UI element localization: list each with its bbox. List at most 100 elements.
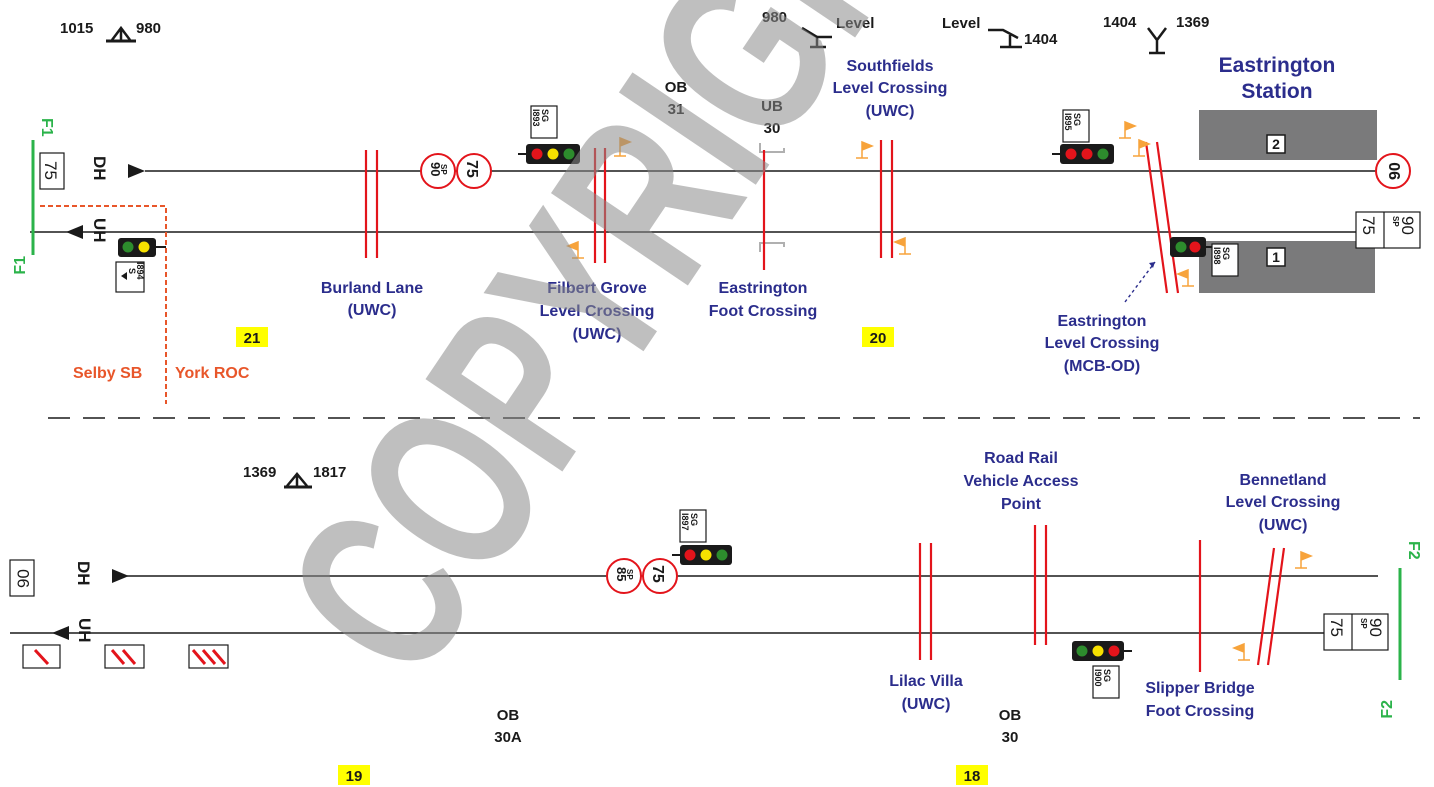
- up-line-label-top: UH: [90, 218, 109, 243]
- level-to-rising-icon: [988, 28, 1022, 49]
- svg-text:SP: SP: [1359, 618, 1368, 629]
- bridge-ob31-type: OB: [665, 79, 688, 96]
- speed-sp-90-top: SP 90: [420, 153, 456, 189]
- platform-2-number: 2: [1272, 136, 1280, 152]
- svg-text:SG: SG: [1102, 669, 1112, 682]
- platform-2: [1199, 110, 1377, 160]
- speed-box-end-bottom: 75 SP 90: [1323, 613, 1389, 651]
- svg-text:I898: I898: [1212, 247, 1222, 265]
- rrvap-label-3: Point: [1001, 496, 1042, 513]
- gradient-marker-1015-980: 1015 980: [60, 20, 161, 43]
- whistle-board-icon: [1119, 120, 1138, 139]
- south-label-3: (UWC): [866, 103, 915, 120]
- bridge-ob30a-number: 30A: [494, 729, 522, 746]
- eastlc-label-1: Eastrington: [1058, 313, 1147, 330]
- control-boundary: [40, 205, 167, 404]
- milepost-19-bg: [338, 765, 370, 785]
- bridge-ob30-number: 30: [1002, 729, 1019, 746]
- bennet-label-3: (UWC): [1259, 517, 1308, 534]
- rising-gradient-icon: [111, 25, 131, 41]
- svg-text:I900: I900: [1093, 669, 1103, 687]
- bridge-ub30-type: UB: [761, 98, 783, 115]
- speed-box-end-top: 75 SP 90: [1355, 211, 1421, 249]
- bennet-label-1: Bennetland: [1239, 472, 1326, 489]
- svg-text:SG: SG: [689, 513, 699, 526]
- whistle-board-icon: [1175, 268, 1194, 287]
- milepost-19: 19: [346, 768, 363, 785]
- boundary-york: York ROC: [175, 365, 250, 382]
- gradient-left-value: 1369: [243, 464, 276, 481]
- gradient-marker-1404-1369: 1404 1369: [1103, 14, 1209, 55]
- gradient-right-value: 980: [136, 20, 161, 37]
- eastlc-label-2: Level Crossing: [1045, 335, 1160, 352]
- svg-text:SP: SP: [625, 569, 634, 580]
- eastfoot-label-2: Foot Crossing: [709, 303, 817, 320]
- up-line-label-bottom: UH: [75, 618, 94, 643]
- whistle-board-icon: [614, 136, 633, 157]
- lilac-label-1: Lilac Villa: [889, 673, 963, 690]
- milepost-21: 21: [244, 330, 261, 347]
- svg-text:90: 90: [1387, 162, 1404, 180]
- station-name-line2: Station: [1241, 80, 1312, 103]
- whistle-board-icon: [856, 140, 875, 159]
- svg-text:SG: SG: [1072, 113, 1082, 126]
- svg-text:90: 90: [1398, 216, 1417, 235]
- whistle-board-icon: [1231, 642, 1250, 661]
- crossing-bennetland-left: [1256, 547, 1276, 666]
- falling-gradient-icon: [1147, 27, 1167, 55]
- station-name-line1: Eastrington: [1219, 54, 1336, 77]
- svg-text:I895: I895: [1063, 113, 1073, 131]
- bridge-ub30-number: 30: [764, 120, 781, 137]
- svg-text:75: 75: [649, 565, 666, 583]
- speed-75-top: 75: [456, 153, 492, 189]
- svg-text:75: 75: [463, 160, 480, 178]
- gradient-marker-level-1404: Level 1404: [942, 15, 1058, 49]
- filbert-label-2: Level Crossing: [540, 303, 655, 320]
- gradient-left-value: Level: [942, 15, 980, 32]
- speed-sp-85-bottom: SP 85: [606, 558, 642, 594]
- milepost-20: 20: [870, 330, 887, 347]
- countdown-board-2: [104, 644, 145, 669]
- underbridge-parapet: [759, 143, 785, 153]
- gradient-left-value: 1404: [1103, 14, 1137, 31]
- down-direction-arrow: [128, 164, 145, 178]
- gradient-right-value: 1404: [1024, 31, 1058, 48]
- gradient-right-value: 1369: [1176, 14, 1209, 31]
- signal-sg900: SG I900: [1072, 641, 1132, 699]
- gradient-left-value: 980: [762, 9, 787, 26]
- filbert-label-1: Filbert Grove: [547, 280, 647, 297]
- milepost-21-bg: [236, 327, 268, 347]
- down-line-label-top: DH: [90, 156, 109, 181]
- speed-box-start-top-value: 75: [41, 161, 60, 180]
- svg-text:SP: SP: [439, 164, 448, 175]
- south-label-1: Southfields: [846, 58, 933, 75]
- down-direction-arrow: [112, 569, 129, 583]
- slipper-label-2: Foot Crossing: [1146, 703, 1254, 720]
- gradient-right-value: 1817: [313, 464, 346, 481]
- f2-label-bottom: F2: [1379, 700, 1396, 719]
- lilac-label-2: (UWC): [902, 696, 951, 713]
- svg-text:85: 85: [614, 567, 629, 581]
- filbert-label-3: (UWC): [573, 326, 622, 343]
- gradient-left-value: 1015: [60, 20, 93, 37]
- eastlc-label-3: (MCB-OD): [1064, 358, 1140, 375]
- pointer-arrow: [1124, 261, 1156, 303]
- speed-90-end-top: 90: [1375, 153, 1411, 189]
- slipper-label-1: Slipper Bridge: [1145, 680, 1254, 697]
- milepost-18-bg: [956, 765, 988, 785]
- speed-box-start-bottom: [9, 559, 35, 597]
- gradient-marker-1369-1817: 1369 1817: [243, 464, 346, 489]
- bennet-label-2: Level Crossing: [1226, 494, 1341, 511]
- south-label-2: Level Crossing: [833, 80, 948, 97]
- gradient-right-value: Level: [836, 15, 874, 32]
- svg-text:75: 75: [1327, 618, 1346, 637]
- rrvap-label-1: Road Rail: [984, 450, 1058, 467]
- signal-s894: S I894: [115, 238, 166, 293]
- f1-label-top: F1: [38, 118, 55, 137]
- svg-text:SG: SG: [1221, 247, 1231, 260]
- signal-sg895: SG I895: [1052, 109, 1114, 164]
- crossing-eastrington-lc-left: [1144, 141, 1169, 294]
- svg-text:I893: I893: [531, 109, 541, 127]
- countdown-board-3: [188, 644, 229, 669]
